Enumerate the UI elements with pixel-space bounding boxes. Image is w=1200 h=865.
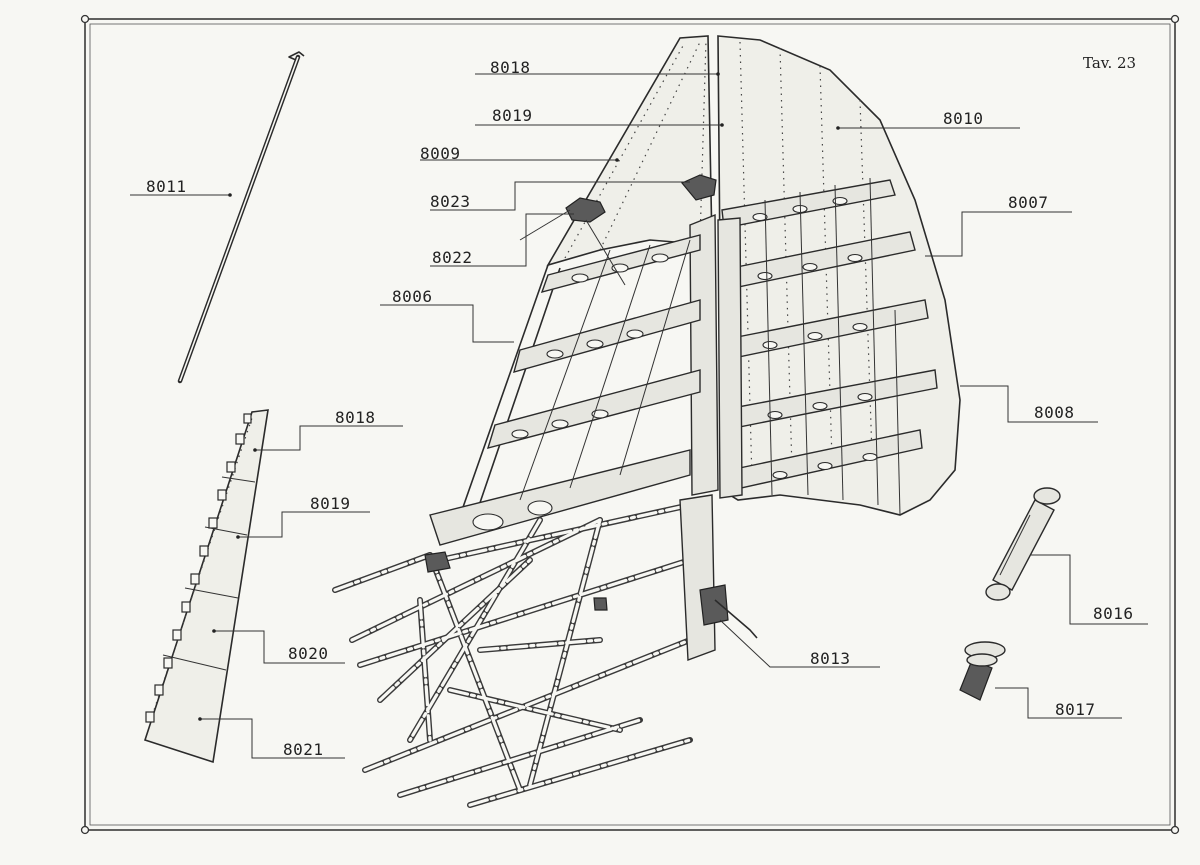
part-label-8022: 8022 xyxy=(432,248,473,267)
leader-lines xyxy=(130,72,1148,759)
plate-number: Tav. 23 xyxy=(1083,54,1137,72)
bushing-8017 xyxy=(959,641,1006,701)
rod-8011 xyxy=(177,51,305,384)
part-label-8016: 8016 xyxy=(1093,604,1134,623)
fuselage-frame xyxy=(332,494,758,808)
part-label-8017: 8017 xyxy=(1055,700,1096,719)
part-label-8019-top: 8019 xyxy=(492,106,533,125)
part-label-8020: 8020 xyxy=(288,644,329,663)
fin-structure xyxy=(429,35,719,546)
part-label-8009: 8009 xyxy=(420,144,461,163)
fin-panel-left xyxy=(143,409,269,764)
part-label-8018-top: 8018 xyxy=(490,58,531,77)
part-label-8006: 8006 xyxy=(392,287,433,306)
part-label-8023: 8023 xyxy=(430,192,471,211)
part-label-8019-left: 8019 xyxy=(310,494,351,513)
part-label-8021: 8021 xyxy=(283,740,324,759)
hinge-strut-8016 xyxy=(985,487,1061,601)
rudder-structure xyxy=(717,35,961,516)
part-label-8011: 8011 xyxy=(146,177,187,196)
part-label-8010: 8010 xyxy=(943,109,984,128)
part-label-8007: 8007 xyxy=(1008,193,1049,212)
part-label-8013: 8013 xyxy=(810,649,851,668)
plate-frame xyxy=(80,14,1180,835)
part-label-8018-left: 8018 xyxy=(335,408,376,427)
part-label-8008: 8008 xyxy=(1034,403,1075,422)
